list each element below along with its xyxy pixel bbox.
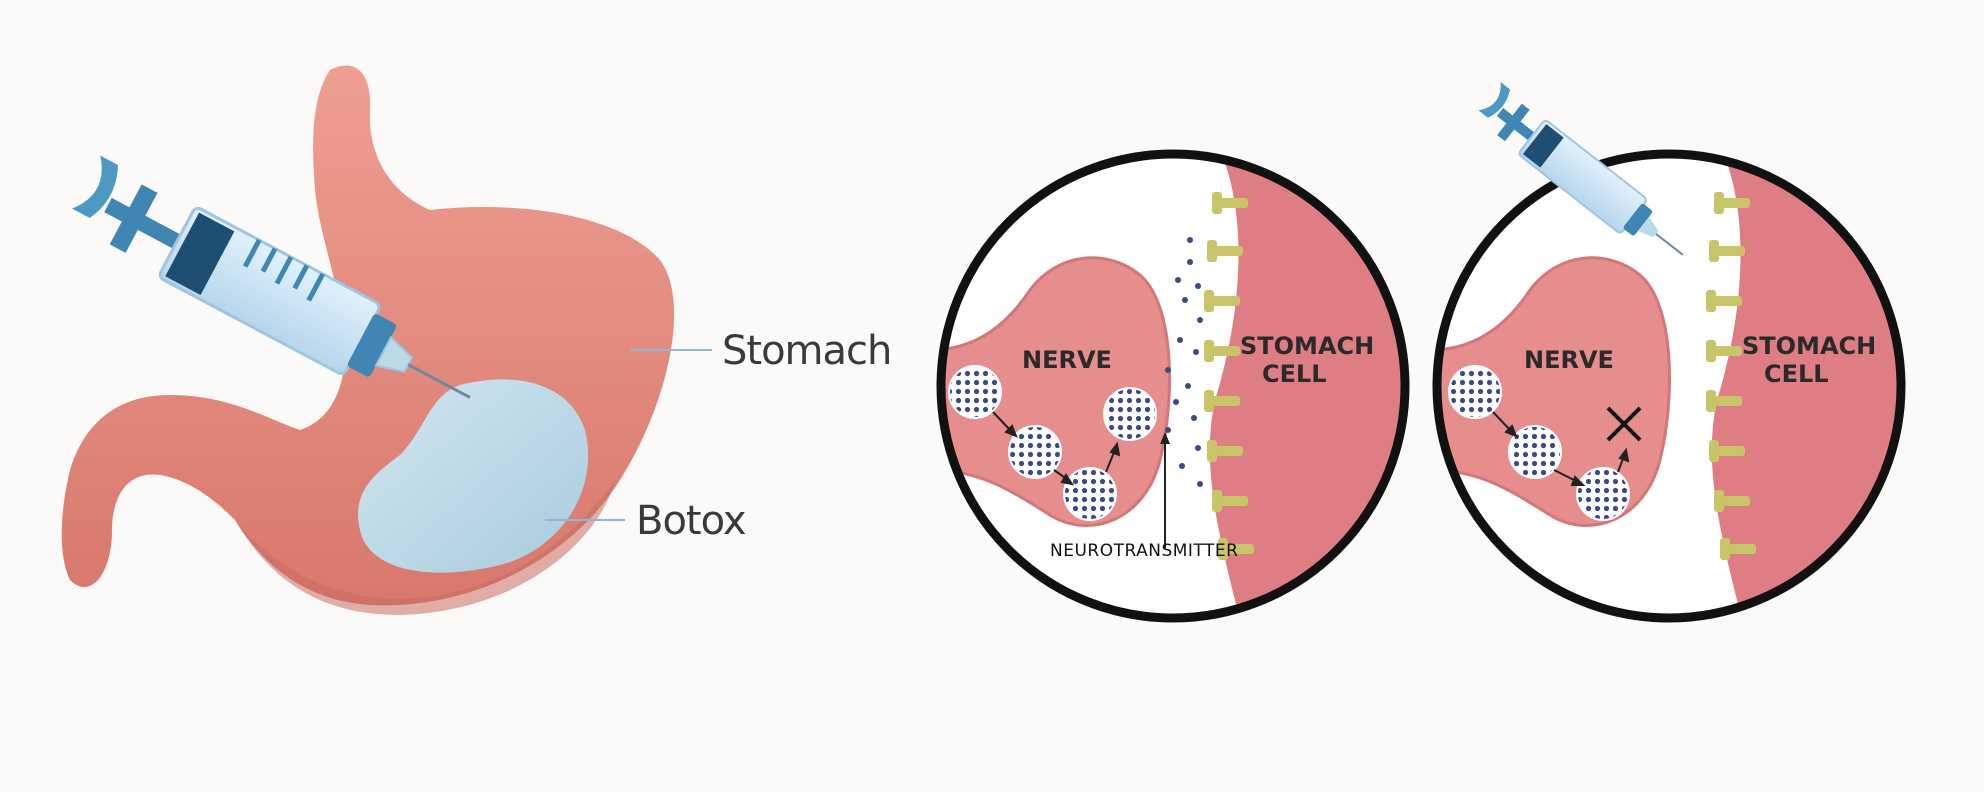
- panel-normal-nerve-label: NERVE: [1022, 346, 1112, 374]
- x-mark-icon: [1606, 406, 1642, 442]
- panel-normal-cell-label-line1: STOMACH: [1240, 332, 1374, 360]
- vesicles: [1448, 365, 1630, 521]
- receptor-row: [1706, 192, 1756, 560]
- transport-arrows: [992, 411, 1121, 486]
- neurotransmitter-label: NEUROTRANSMITTER: [1050, 541, 1238, 561]
- panel-blocked-signal: NERVE STOMACH CELL: [1432, 82, 1906, 623]
- panel-normal-ring: [936, 149, 1410, 623]
- receptor-row: [1204, 192, 1254, 560]
- vesicles: [948, 365, 1157, 521]
- panel-blocked-nerve-label: NERVE: [1524, 346, 1614, 374]
- stomach-label: Stomach: [722, 328, 891, 374]
- panel-blocked-ring: [1432, 149, 1906, 623]
- syringe-icon: [72, 155, 471, 399]
- stomach-illustration: Stomach Botox: [61, 65, 892, 615]
- syringe-icon: [1478, 82, 1684, 256]
- botox-patch: [358, 379, 589, 573]
- panel-normal-cell-label-line2: CELL: [1262, 360, 1327, 388]
- nerve-terminal: [1437, 256, 1672, 527]
- panel-normal-signal: NERVE STOMACH CELL NEUROTRANSMITTER: [936, 149, 1410, 623]
- panel-blocked-cell-label-line2: CELL: [1764, 360, 1829, 388]
- panel-blocked-cell-label-line1: STOMACH: [1742, 332, 1876, 360]
- transport-arrows: [1492, 411, 1630, 486]
- botox-label: Botox: [636, 498, 746, 544]
- stomach-shadow: [235, 480, 615, 615]
- neurotransmitter-dots: [1165, 237, 1203, 487]
